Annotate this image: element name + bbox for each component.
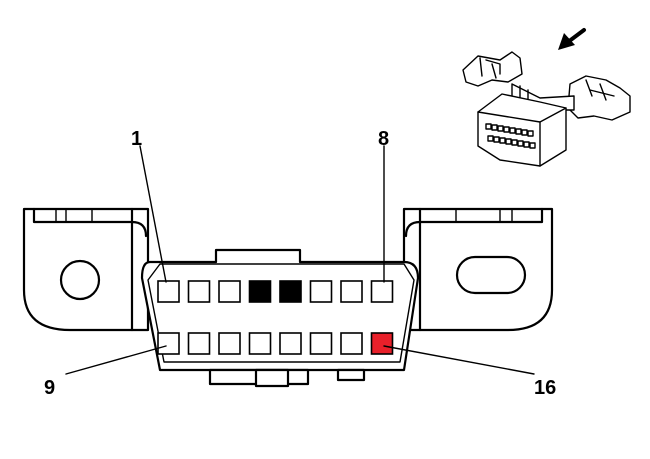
- pin-7: [340, 280, 363, 303]
- right-mounting-slot: [455, 255, 527, 295]
- pin-6: [309, 280, 333, 303]
- pin-label-9: 9: [44, 377, 55, 399]
- pin-label-16: 16: [534, 377, 556, 399]
- pin-9: [157, 332, 180, 355]
- leader-line-16: [383, 345, 535, 375]
- left-mounting-hole: [59, 259, 101, 301]
- pin-16: [370, 332, 394, 355]
- pin-4: [248, 280, 272, 303]
- leader-line-1: [139, 145, 167, 283]
- pin-label-1: 1: [131, 128, 142, 150]
- pin-14: [309, 332, 333, 355]
- pin-15: [340, 332, 363, 355]
- pin-2: [187, 280, 211, 303]
- pin-13: [279, 332, 302, 355]
- leader-lines: [65, 145, 535, 375]
- pin-grid: [157, 280, 394, 355]
- pin-10: [187, 332, 211, 355]
- connector-thumbnail-icon: [462, 51, 631, 167]
- pin-11: [218, 332, 241, 355]
- arrow-icon: [558, 28, 586, 50]
- leader-line-9: [65, 345, 167, 375]
- pin-label-8: 8: [378, 128, 389, 150]
- pin-1: [157, 280, 180, 303]
- thumbnail-pin-rows: [485, 123, 536, 149]
- pin-3: [218, 280, 241, 303]
- pin-5: [279, 280, 302, 303]
- pin-12: [248, 332, 272, 355]
- pin-8: [370, 280, 394, 303]
